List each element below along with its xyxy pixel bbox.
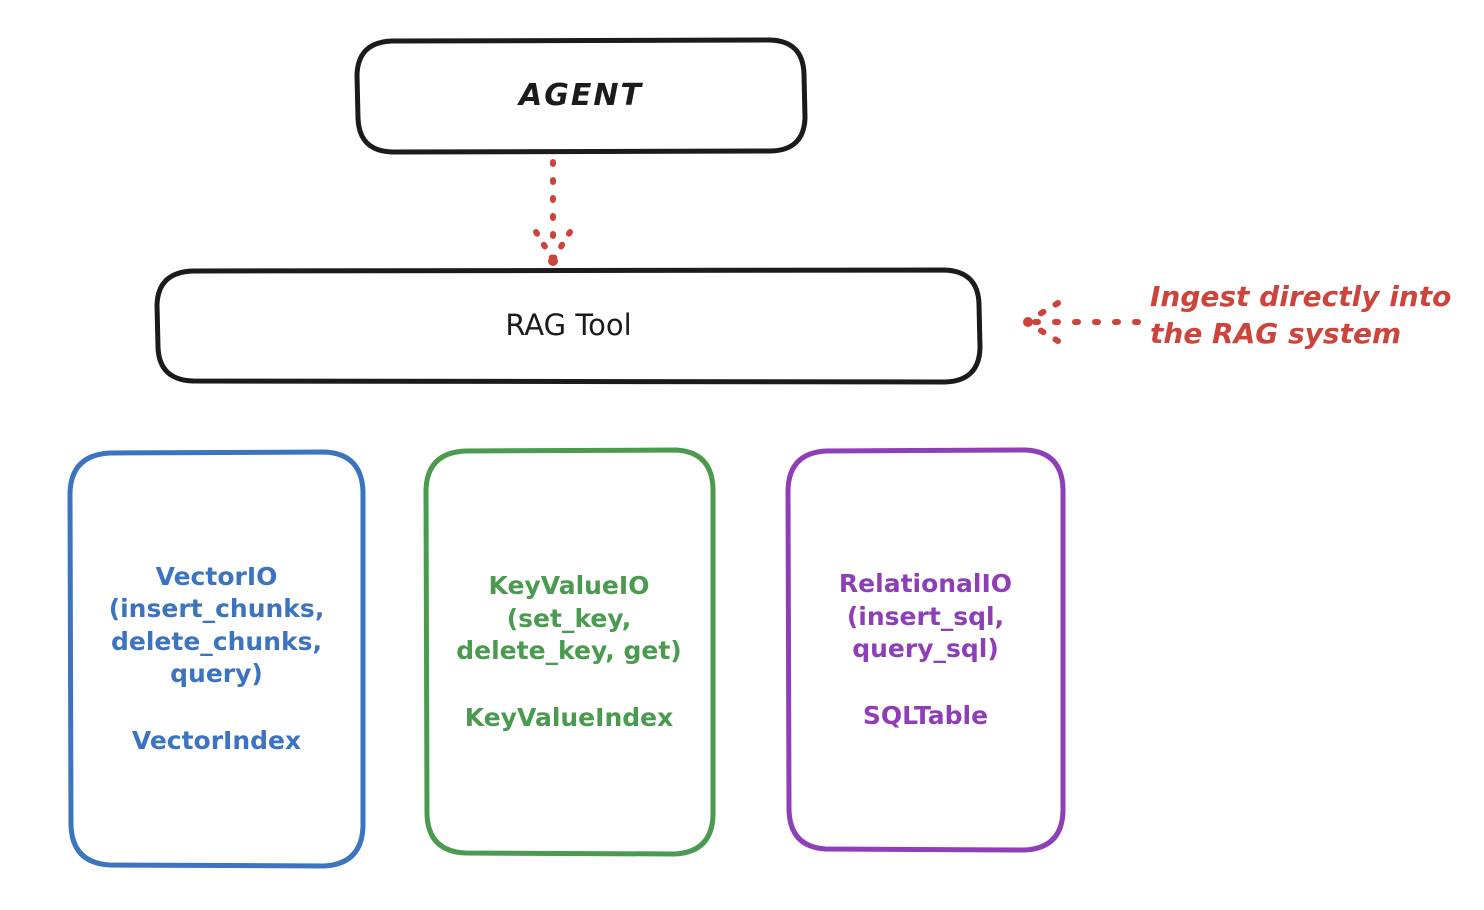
relational-io-title: RelationalIO bbox=[838, 569, 1013, 598]
key-value-io-title: KeyValueIO bbox=[488, 571, 650, 600]
vector-io-label-group: VectorIO (insert_chunks, delete_chunks, … bbox=[70, 452, 363, 866]
vector-io-methods: (insert_chunks, delete_chunks, query) bbox=[108, 594, 325, 689]
relational-io-label-group: RelationalIO (insert_sql, query_sql) SQL… bbox=[788, 450, 1063, 850]
ingest-annotation-text: Ingest directly into the RAG system bbox=[1150, 280, 1452, 351]
relational-io-methods: (insert_sql, query_sql) bbox=[846, 601, 1005, 664]
vector-io-title: VectorIO bbox=[155, 561, 278, 591]
ingest-arrow bbox=[1023, 300, 1141, 344]
key-value-io-methods: (set_key, delete_key, get) bbox=[456, 603, 682, 666]
rag-tool-box-outline[interactable] bbox=[154, 267, 983, 385]
key-value-io-index: KeyValueIndex bbox=[464, 702, 674, 732]
key-value-io-box-outline[interactable] bbox=[423, 447, 716, 857]
agent-to-rag-tool-arrow bbox=[533, 159, 573, 266]
key-value-io-label-group: KeyValueIO (set_key, delete_key, get) Ke… bbox=[425, 450, 713, 854]
vector-io-box-outline[interactable] bbox=[67, 449, 366, 869]
vector-io-index: VectorIndex bbox=[131, 725, 302, 755]
relational-io-box-outline[interactable] bbox=[785, 447, 1066, 853]
agent-box-outline[interactable] bbox=[354, 37, 808, 155]
relational-io-index: SQLTable bbox=[862, 700, 989, 730]
